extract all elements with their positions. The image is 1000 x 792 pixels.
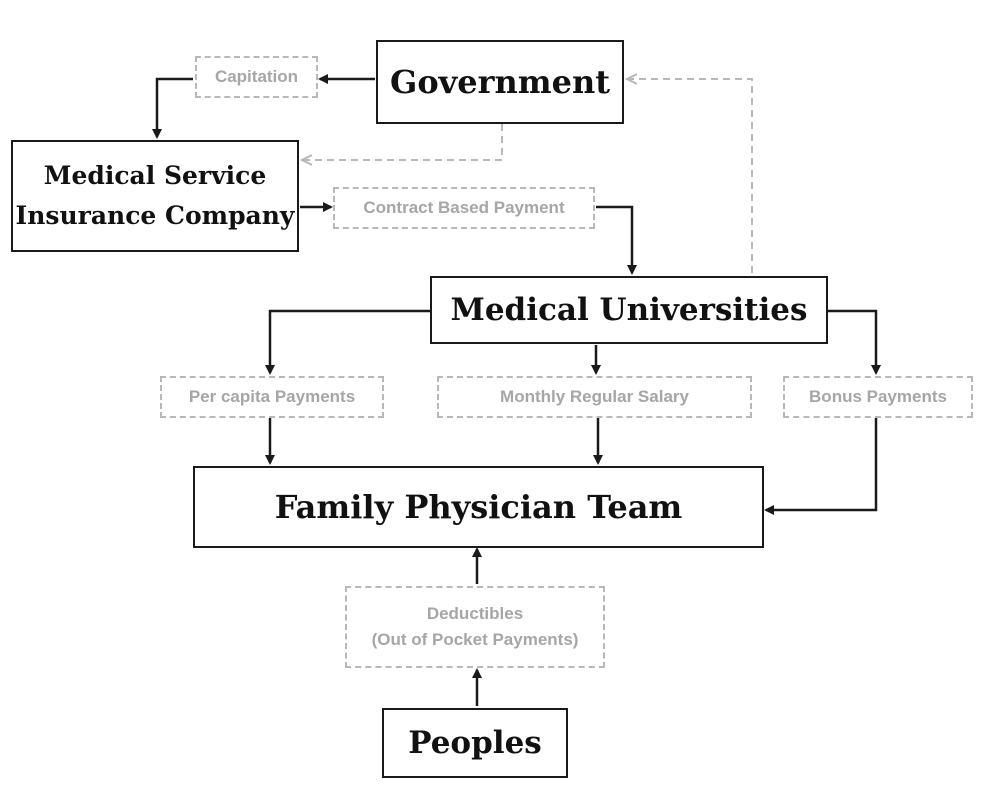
deductibles-label: Deductibles (Out of Pocket Payments) <box>371 604 579 649</box>
peoples-label: Peoples <box>408 725 542 761</box>
per-capita-payments-box: Per capita Payments <box>160 376 384 418</box>
government-label: Government <box>389 63 610 101</box>
dashed-link-insurance-government <box>302 124 502 160</box>
capitation-payment-label: Capitation <box>214 67 299 86</box>
peoples-node: Peoples <box>382 708 568 778</box>
bonus-payments-box: Bonus Payments <box>783 376 973 418</box>
contract-based-payment-box: Contract Based Payment <box>333 187 595 229</box>
deductibles-box: Deductibles (Out of Pocket Payments) <box>345 586 605 668</box>
family-physician-team-label: Family Physician Team <box>274 488 683 526</box>
medical-universities-label: Medical Universities <box>450 292 808 328</box>
medical-universities-node: Medical Universities <box>430 276 828 344</box>
capitation-payment-box: Capitation <box>195 56 318 98</box>
bonus-payments-label: Bonus Payments <box>809 387 947 406</box>
government-node: Government <box>376 40 624 124</box>
monthly-regular-salary-box: Monthly Regular Salary <box>437 376 752 418</box>
family-physician-team-node: Family Physician Team <box>193 466 764 548</box>
arrow-bonus-to-family-team <box>764 418 878 515</box>
monthly-regular-salary-label: Monthly Regular Salary <box>500 387 689 406</box>
insurance-company-label: Medical Service Insurance Company <box>15 161 295 230</box>
arrow-universities-to-bonus <box>828 309 881 375</box>
arrow-capitation-to-insurance <box>152 77 193 139</box>
arrow-universities-to-per-capita <box>265 309 430 375</box>
dashed-arrow-universities-to-government <box>627 79 753 273</box>
per-capita-payments-label: Per capita Payments <box>188 387 356 406</box>
arrow-contract-payment-to-universities <box>596 205 637 275</box>
contract-based-payment-label: Contract Based Payment <box>363 198 565 217</box>
insurance-company-node: Medical Service Insurance Company <box>11 140 299 252</box>
